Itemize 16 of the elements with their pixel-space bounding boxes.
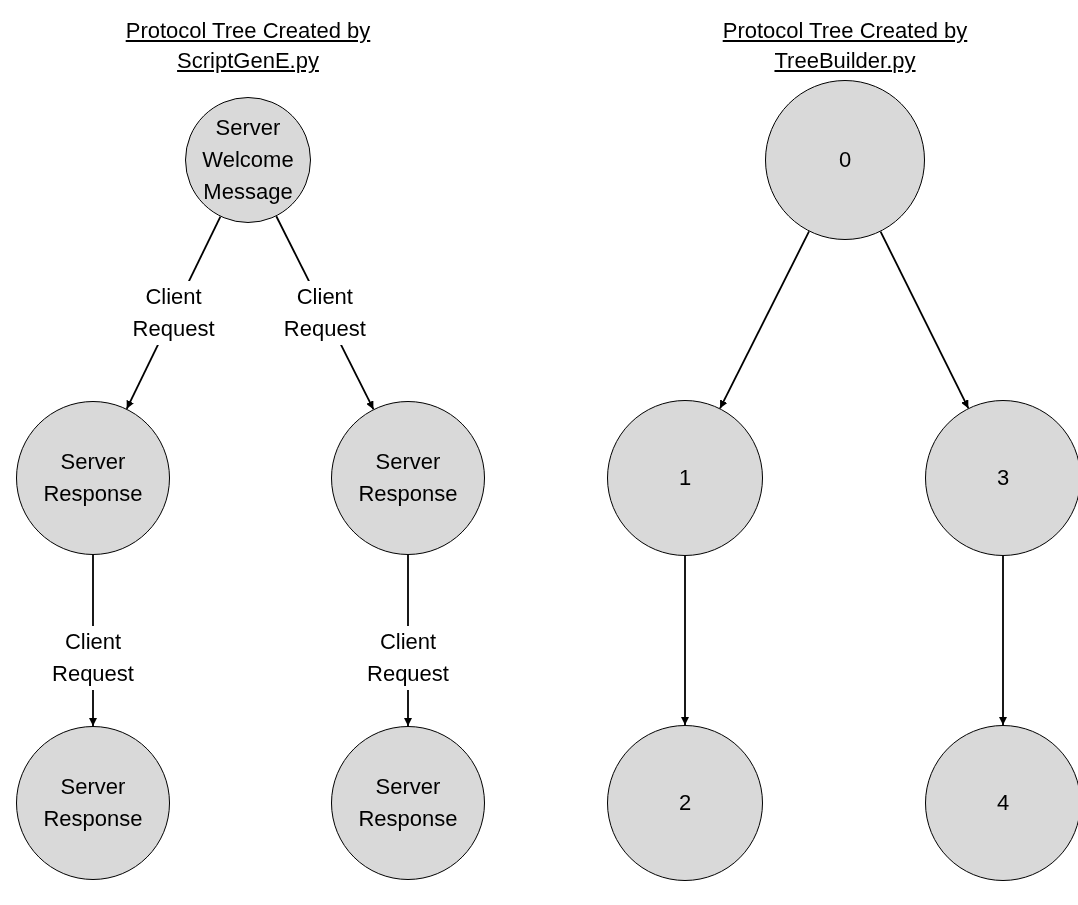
arrow	[681, 555, 689, 726]
tree-heading: Protocol Tree Created by TreeBuilder.py	[721, 17, 969, 75]
node-text: 1	[677, 464, 693, 492]
node-text: 3	[995, 464, 1011, 492]
node-text: Server Response	[42, 448, 144, 508]
arrow	[879, 230, 970, 410]
arrow	[719, 230, 810, 410]
node-text: 2	[677, 789, 693, 817]
node-text: Server Response	[357, 448, 459, 508]
tree-heading: Protocol Tree Created by ScriptGenE.py	[124, 17, 372, 75]
node-text: Server Welcome Message	[201, 114, 295, 206]
node-text: Server Response	[357, 773, 459, 833]
node-text: 0	[837, 146, 853, 174]
node-text: 4	[995, 789, 1011, 817]
arrow	[999, 555, 1007, 726]
node-text: Server Response	[42, 773, 144, 833]
